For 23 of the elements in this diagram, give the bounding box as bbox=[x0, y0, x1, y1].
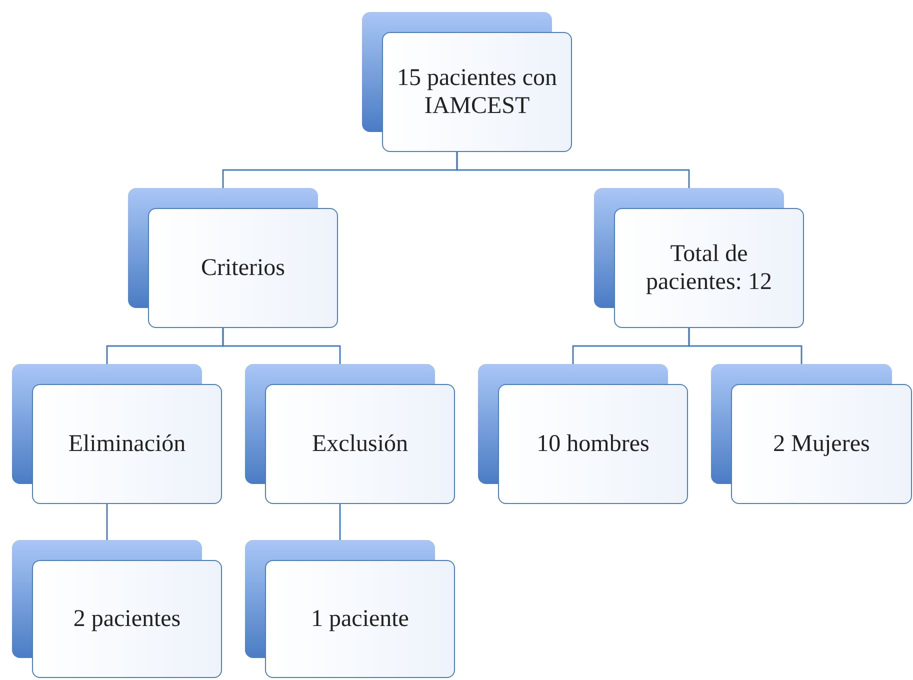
stacked-box bbox=[594, 188, 804, 328]
connector-line bbox=[106, 504, 108, 540]
connector-line bbox=[456, 152, 690, 188]
box-label: 2 pacientes bbox=[73, 605, 181, 633]
stacked-box bbox=[12, 540, 222, 678]
stacked-box bbox=[711, 364, 912, 504]
stacked-box bbox=[478, 364, 688, 504]
box-label: 2 Mujeres bbox=[773, 430, 870, 458]
box-label: Criterios bbox=[201, 254, 285, 282]
box-label: Exclusión bbox=[312, 430, 408, 458]
stacked-box bbox=[12, 364, 222, 504]
box-label: 15 pacientes con IAMCEST bbox=[396, 64, 558, 120]
stacked-box bbox=[362, 12, 572, 152]
connector-line bbox=[222, 328, 341, 364]
box-label: Total de pacientes: 12 bbox=[645, 240, 773, 296]
box-label: 10 hombres bbox=[536, 430, 650, 458]
stacked-box bbox=[245, 540, 455, 678]
box-label: 1 paciente bbox=[311, 605, 409, 633]
stacked-box bbox=[245, 364, 455, 504]
connector-line bbox=[339, 504, 341, 540]
connector-line bbox=[688, 328, 802, 364]
box-label: Eliminación bbox=[68, 430, 186, 458]
stacked-box bbox=[128, 188, 338, 328]
